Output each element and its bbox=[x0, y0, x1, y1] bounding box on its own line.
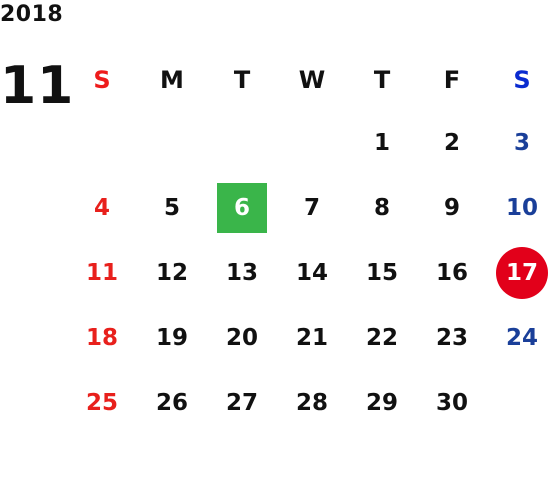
day-cell[interactable]: 4 bbox=[67, 175, 137, 240]
weekday-header: T bbox=[233, 66, 251, 94]
day-cell[interactable]: 8 bbox=[347, 175, 417, 240]
day-number: 16 bbox=[435, 259, 468, 286]
weekday-header: M bbox=[160, 66, 184, 94]
day-cell[interactable]: 9 bbox=[417, 175, 487, 240]
day-number: 3 bbox=[513, 129, 530, 156]
day-number: 23 bbox=[435, 324, 468, 351]
today-marker: 6 bbox=[217, 182, 267, 233]
day-number: 26 bbox=[155, 389, 188, 416]
empty-day-cell bbox=[487, 370, 548, 435]
day-number: 27 bbox=[225, 389, 258, 416]
day-cell[interactable]: 30 bbox=[417, 370, 487, 435]
day-cell[interactable]: 7 bbox=[277, 175, 347, 240]
year-label: 2018 bbox=[0, 2, 64, 27]
day-number: 7 bbox=[303, 194, 320, 221]
day-cell[interactable]: 11 bbox=[67, 240, 137, 305]
day-cell[interactable]: 17 bbox=[487, 240, 548, 305]
day-number: 9 bbox=[443, 194, 460, 221]
day-cell[interactable]: 24 bbox=[487, 305, 548, 370]
empty-day-cell bbox=[207, 110, 277, 175]
day-number: 14 bbox=[295, 259, 328, 286]
day-cell[interactable]: 19 bbox=[137, 305, 207, 370]
day-number: 25 bbox=[85, 389, 118, 416]
day-cell[interactable]: 22 bbox=[347, 305, 417, 370]
day-number: 13 bbox=[225, 259, 258, 286]
day-number: 2 bbox=[443, 129, 460, 156]
weekday-header: W bbox=[298, 66, 326, 94]
month-number: 11 bbox=[0, 56, 75, 116]
day-cell[interactable]: 15 bbox=[347, 240, 417, 305]
empty-day-cell bbox=[137, 110, 207, 175]
day-cell[interactable]: 10 bbox=[487, 175, 548, 240]
day-cell[interactable]: 13 bbox=[207, 240, 277, 305]
day-cell[interactable]: 14 bbox=[277, 240, 347, 305]
day-number: 30 bbox=[435, 389, 468, 416]
day-number: 21 bbox=[295, 324, 328, 351]
weekday-header: T bbox=[373, 66, 391, 94]
day-number: 20 bbox=[225, 324, 258, 351]
day-cell[interactable]: 21 bbox=[277, 305, 347, 370]
day-cell[interactable]: 25 bbox=[67, 370, 137, 435]
day-cell[interactable]: 23 bbox=[417, 305, 487, 370]
day-number: 12 bbox=[155, 259, 188, 286]
day-number: 22 bbox=[365, 324, 398, 351]
empty-day-cell bbox=[277, 110, 347, 175]
day-cell[interactable]: 29 bbox=[347, 370, 417, 435]
day-cell[interactable]: 20 bbox=[207, 305, 277, 370]
day-cell[interactable]: 27 bbox=[207, 370, 277, 435]
day-number: 10 bbox=[505, 194, 538, 221]
day-number: 28 bbox=[295, 389, 328, 416]
day-cell[interactable]: 3 bbox=[487, 110, 548, 175]
holiday-marker: 17 bbox=[496, 246, 548, 299]
day-number: 5 bbox=[163, 194, 180, 221]
weekday-header: F bbox=[443, 66, 461, 94]
day-cell[interactable]: 28 bbox=[277, 370, 347, 435]
day-cell[interactable]: 18 bbox=[67, 305, 137, 370]
weekday-header: S bbox=[93, 66, 111, 94]
day-cell[interactable]: 1 bbox=[347, 110, 417, 175]
day-number: 4 bbox=[93, 194, 110, 221]
day-number: 19 bbox=[155, 324, 188, 351]
day-cell[interactable]: 2 bbox=[417, 110, 487, 175]
day-number: 15 bbox=[365, 259, 398, 286]
day-number: 29 bbox=[365, 389, 398, 416]
day-cell[interactable]: 16 bbox=[417, 240, 487, 305]
day-number: 18 bbox=[85, 324, 118, 351]
day-number: 11 bbox=[85, 259, 118, 286]
day-cell[interactable]: 6 bbox=[207, 175, 277, 240]
day-number: 1 bbox=[373, 129, 390, 156]
day-cell[interactable]: 12 bbox=[137, 240, 207, 305]
empty-day-cell bbox=[67, 110, 137, 175]
day-cell[interactable]: 5 bbox=[137, 175, 207, 240]
day-number: 8 bbox=[373, 194, 390, 221]
day-number: 24 bbox=[505, 324, 538, 351]
day-cell[interactable]: 26 bbox=[137, 370, 207, 435]
weekday-header: S bbox=[513, 66, 531, 94]
